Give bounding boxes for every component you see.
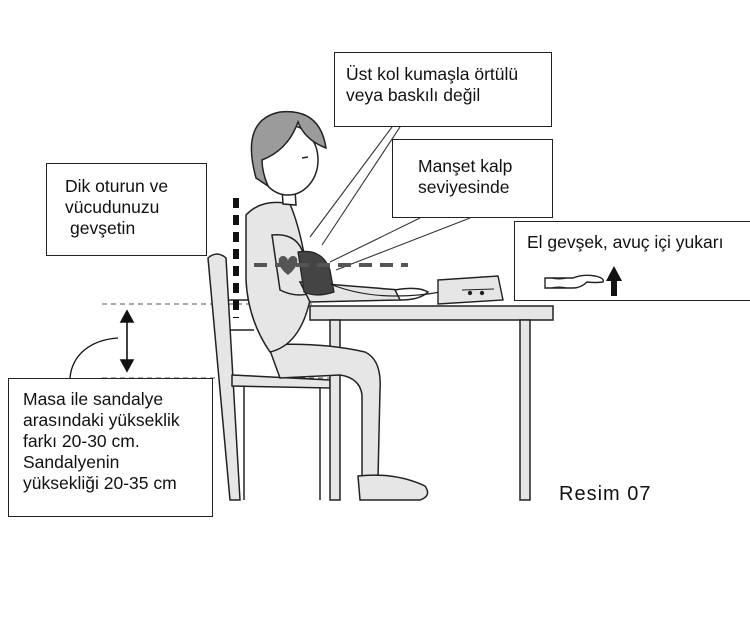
figure-label: Resim 07 — [559, 483, 652, 505]
cuff-tube — [329, 283, 441, 297]
table — [309, 305, 554, 501]
callout-line: farkı 20-30 cm. — [23, 431, 140, 451]
chair — [207, 253, 331, 501]
relaxed-hand-icon — [544, 266, 622, 296]
callout-line: Sandalyenin — [23, 452, 120, 472]
callout-upper-arm: Üst kol kumaşla örtülü veya baskılı deği… — [334, 52, 552, 127]
callout-pointers — [309, 126, 471, 271]
callout-cuff-level: Manşet kalp seviyesinde — [392, 139, 553, 218]
callout-line: arasındaki yükseklik — [23, 410, 180, 430]
arrow-up-icon — [606, 266, 622, 296]
callout-line: Masa ile sandalye — [23, 389, 164, 409]
double-arrow-icon — [119, 309, 135, 373]
heart-icon — [278, 256, 298, 275]
bp-monitor-device — [437, 275, 504, 305]
callout-line: Üst kol kumaşla örtülü — [346, 64, 519, 84]
callout-line: Manşet kalp — [418, 156, 513, 176]
bp-cuff — [297, 250, 335, 296]
height-bracket-arc — [69, 337, 119, 379]
callout-posture: Dik oturun ve vücudunuzu gevşetin — [46, 163, 207, 256]
callout-line: yüksekliği 20-35 cm — [23, 473, 177, 493]
callout-line: vücudunuzu — [65, 197, 160, 217]
callout-line: seviyesinde — [418, 177, 510, 197]
callout-height-difference: Masa ile sandalye arasındaki yükseklik f… — [8, 378, 213, 517]
callout-line: veya baskılı değil — [346, 85, 481, 105]
callout-hand: El gevşek, avuç içi yukarı — [514, 221, 750, 301]
callout-line: El gevşek, avuç içi yukarı — [527, 232, 724, 252]
callout-line: Dik oturun ve — [65, 176, 169, 196]
callout-line: gevşetin — [70, 218, 136, 238]
